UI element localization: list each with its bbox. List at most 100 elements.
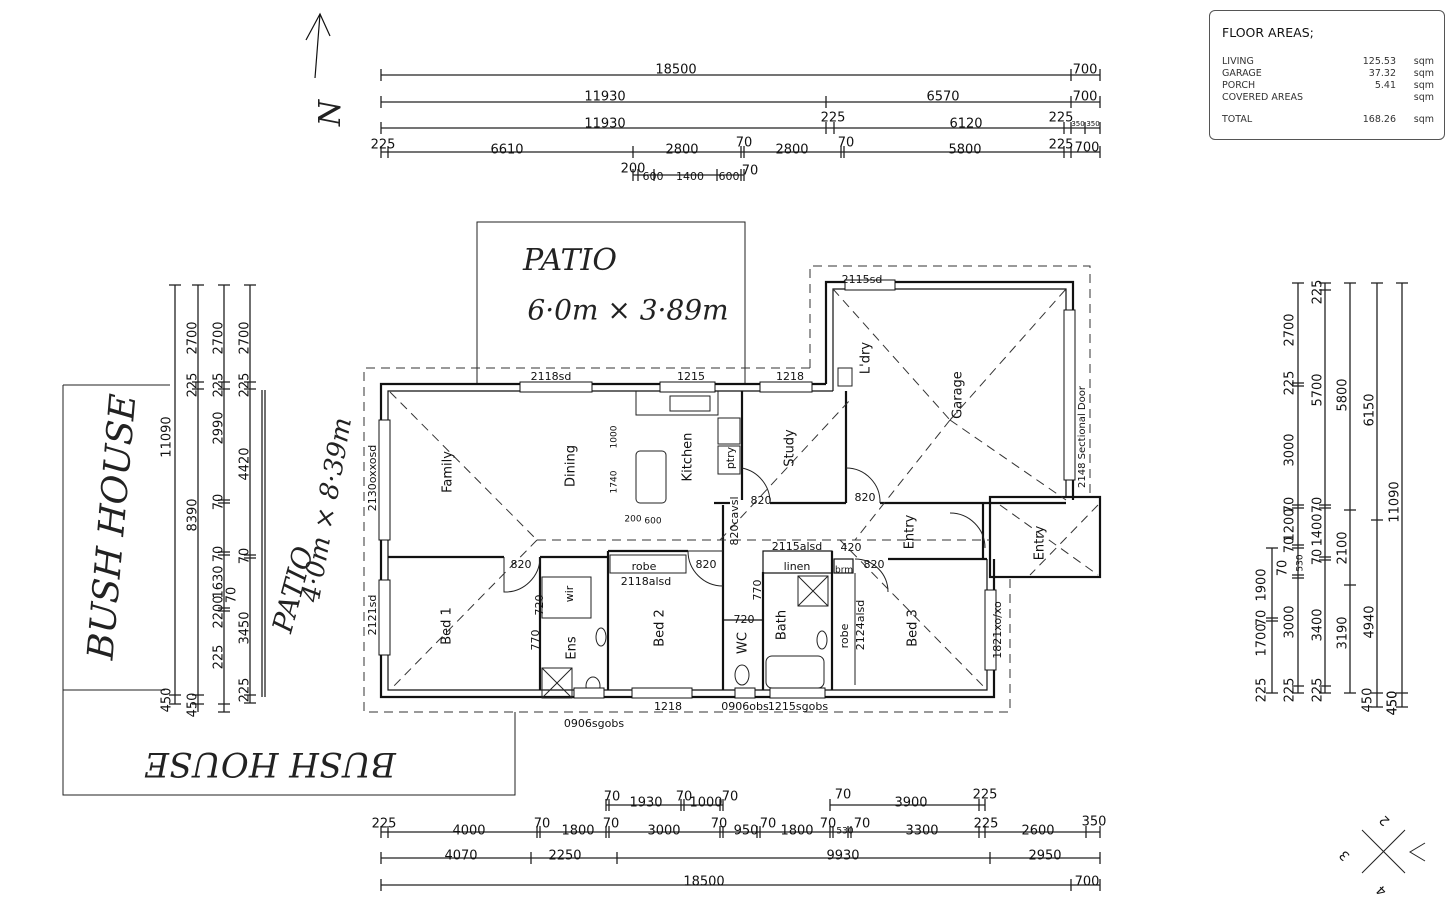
room-label-ensuite: Ens	[565, 636, 580, 659]
bottom-dimension-label: 70	[676, 790, 693, 805]
top-dimension-label: 6610	[490, 143, 523, 158]
bottom-dimension-label: 1800	[780, 824, 813, 839]
opening-label: 0906sgobs	[564, 717, 624, 730]
opening-label: 600	[644, 517, 661, 527]
right-dimension-label: 1900	[1255, 568, 1270, 601]
floor-areas-total: TOTAL 168.26 sqm	[1222, 114, 1434, 126]
room-label-bath: Bath	[775, 610, 790, 640]
windows	[378, 279, 1076, 699]
left-dimension-label: 2700	[212, 321, 227, 354]
right-dimension-lines	[1271, 283, 1403, 707]
top-dimension-label: 225	[821, 111, 846, 126]
room-label-wir: wir	[563, 585, 576, 602]
room-label-entry-hall: Entry	[903, 514, 918, 549]
patio-top-title: PATIO	[522, 243, 617, 278]
room-label-family: Family	[441, 451, 456, 493]
right-dimension-label: 6150	[1363, 393, 1378, 426]
opening-label: 820	[696, 558, 717, 571]
top-dimension-label: 18500	[655, 63, 696, 78]
right-dimension-label: 3400	[1311, 608, 1326, 641]
right-dimension-label: 3000	[1283, 433, 1298, 466]
opening-label: 2115sd	[842, 273, 883, 286]
total-unit: sqm	[1413, 114, 1434, 125]
compass-rose	[1361, 829, 1426, 874]
top-dimension-label: 225	[371, 138, 396, 153]
room-label-wc: WC	[736, 632, 751, 654]
compass-label: 3	[1337, 847, 1353, 863]
right-dimension-label: 70	[1283, 497, 1298, 514]
bottom-dimension-label: 2250	[548, 849, 581, 864]
opening-label: 820cavsl	[728, 496, 741, 545]
left-dimension-label: 225	[238, 373, 253, 398]
opening-label: 720	[734, 613, 755, 626]
left-dimension-label: 225	[212, 373, 227, 398]
bush-house-label-left: BUSH HOUSE	[80, 392, 144, 662]
opening-label: 420	[841, 541, 862, 554]
right-dimension-label: 1400	[1311, 513, 1326, 546]
opening-label: 2118alsd	[621, 575, 672, 588]
opening-label: 2115alsd	[772, 540, 823, 553]
right-dimension-label: 4940	[1363, 605, 1378, 638]
bottom-dimension-label: 950	[734, 824, 759, 839]
right-dimension-label: 450	[1361, 688, 1376, 713]
top-dimension-label: 1400	[676, 170, 704, 183]
bottom-dimension-label: 70	[854, 817, 871, 832]
floor-area-value: 125.53	[1362, 56, 1396, 67]
right-dimension-label: 225	[1311, 280, 1326, 305]
opening-label: 820	[864, 558, 885, 571]
left-dimension-label: 2990	[212, 411, 227, 444]
bottom-dimension-label: 1000	[689, 796, 722, 811]
floor-area-unit: sqm	[1413, 68, 1434, 79]
right-dimension-label: 3000	[1283, 605, 1298, 638]
left-dimension-label: 1630	[212, 565, 227, 598]
opening-label: 820	[855, 491, 876, 504]
bottom-dimension-label: 1800	[561, 824, 594, 839]
opening-label: 1218	[654, 700, 682, 713]
left-dimension-label: 2700	[186, 321, 201, 354]
bottom-dimension-label: 70	[534, 817, 551, 832]
bottom-dimension-label: 9930	[826, 849, 859, 864]
room-label-bed3: Bed 3	[906, 609, 921, 647]
bottom-dimension-label: 700	[1075, 875, 1100, 890]
room-label-entry-porch: Entry	[1033, 525, 1048, 560]
dimension-ticks	[169, 69, 1408, 891]
opening-label: 200	[624, 515, 641, 525]
room-label-kitchen: Kitchen	[681, 433, 696, 482]
total-value: 168.26	[1362, 114, 1396, 125]
left-dimension-label: 8390	[186, 498, 201, 531]
top-dimension-label: 11930	[584, 117, 625, 132]
bush-house-label-bottom: BUSH HOUSE	[144, 744, 397, 784]
floor-area-unit: sqm	[1413, 80, 1434, 91]
bush-house-outline	[62, 384, 516, 796]
bottom-dimension-label: 1930	[629, 796, 662, 811]
left-dimension-label: 2200	[212, 595, 227, 628]
opening-label: 770	[751, 580, 764, 601]
top-dimension-label: 70	[838, 136, 855, 151]
doors	[503, 467, 986, 593]
right-dimension-label: 1200	[1283, 508, 1298, 541]
room-label-study: Study	[783, 429, 798, 467]
room-label-laundry: L'dry	[859, 342, 874, 374]
patio-left-size: 4·0m × 8·39m	[296, 415, 358, 605]
top-dimension-lines	[381, 74, 1100, 176]
patio-outlines	[261, 221, 746, 697]
bottom-dimension-label: 3000	[647, 824, 680, 839]
top-dimension-label: 2800	[665, 143, 698, 158]
right-dimension-label: 225	[1283, 678, 1298, 703]
floor-area-value	[1338, 92, 1396, 104]
bottom-dimension-label: 18500	[683, 875, 724, 890]
opening-label: 820	[751, 494, 772, 507]
bottom-dimension-label: 530	[836, 827, 853, 837]
opening-label: 1215	[677, 370, 705, 383]
left-dimension-label: 70	[238, 548, 253, 565]
opening-label: 2121sd	[366, 595, 379, 636]
left-dimension-label: 2700	[238, 321, 253, 354]
room-label-bed1: Bed 1	[440, 607, 455, 645]
top-dimension-label: 700	[1073, 90, 1098, 105]
opening-label: 820	[511, 558, 532, 571]
roof-hip-lines	[389, 288, 1099, 691]
right-dimension-label: 450	[1386, 691, 1401, 716]
